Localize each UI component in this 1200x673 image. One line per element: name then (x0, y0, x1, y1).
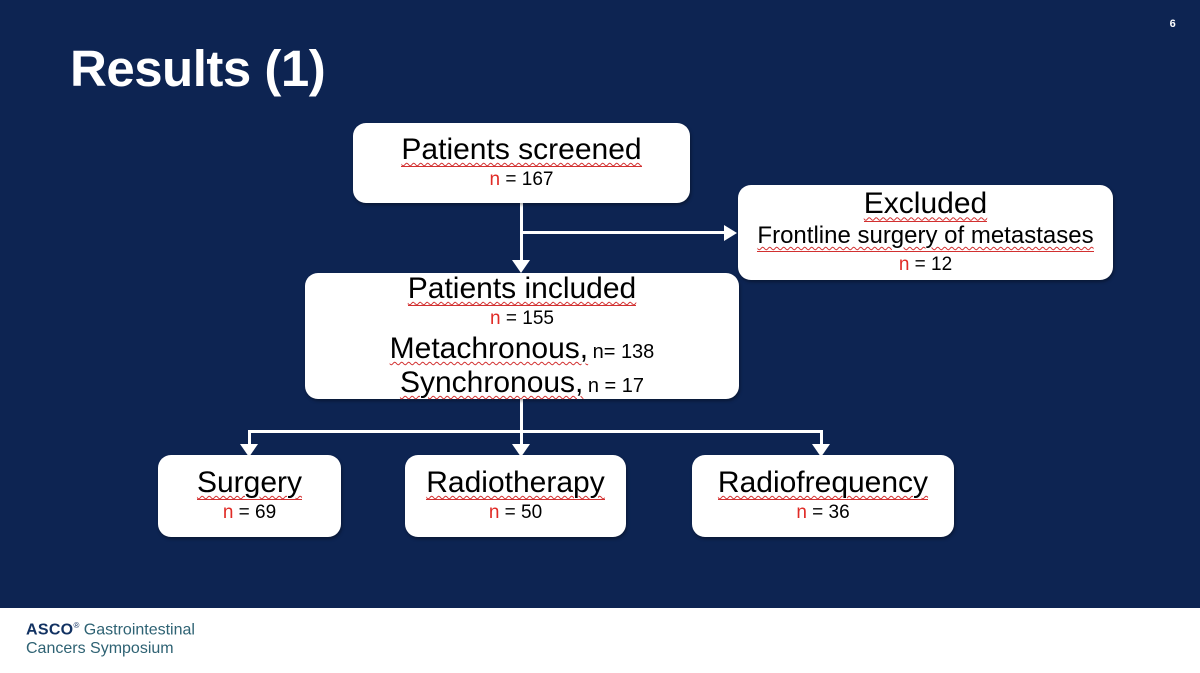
arrowhead-to-excluded (724, 225, 737, 241)
arrowhead-to-included (512, 260, 530, 273)
n-value: = 50 (504, 502, 543, 524)
node-subtitle: Frontline surgery of metastases (757, 222, 1094, 252)
n-value: = 69 (238, 502, 277, 524)
arrowhead-to-radiotherapy (512, 444, 530, 457)
connector-to-radiofrequency (820, 430, 823, 450)
flow-node-radiofrequency[interactable]: Radiofrequency n = 36 (692, 455, 954, 537)
page-number: 6 (1169, 18, 1176, 30)
n-symbol: n (796, 502, 807, 524)
connector-to-excluded-horizontal (520, 231, 726, 234)
node-count: n = 12 (899, 252, 952, 278)
node-count: n = 69 (223, 500, 276, 526)
node-heading: Radiofrequency (717, 465, 929, 501)
arrowhead-to-radiofrequency (812, 444, 830, 457)
synchronous-label: Synchronous, (399, 366, 584, 400)
metachronous-label: Metachronous, (389, 332, 589, 366)
n-symbol: n (490, 308, 501, 330)
node-count: n = 36 (796, 500, 849, 526)
node-heading: Surgery (196, 465, 303, 501)
metachronous-value: n= 138 (592, 341, 655, 364)
flow-node-patients-screened[interactable]: Patients screened n = 167 (353, 123, 690, 203)
asco-gi-symposium-logo: ASCO® Gastrointestinal Cancers Symposium (26, 621, 195, 659)
node-heading: Patients included (407, 271, 637, 307)
n-value: = 12 (914, 253, 953, 275)
n-symbol: n (488, 502, 500, 524)
slide-footer: ASCO® Gastrointestinal Cancers Symposium… (0, 608, 1200, 673)
page-title: Results (1) (70, 40, 326, 97)
n-symbol: n (222, 502, 234, 524)
node-heading: Patients screened (401, 132, 642, 168)
n-value: = 36 (812, 502, 850, 524)
flow-node-radiotherapy[interactable]: Radiotherapy n = 50 (405, 455, 626, 537)
symposium-line2: Cancers Symposium (26, 640, 174, 658)
flow-node-excluded[interactable]: Excluded Frontline surgery of metastases… (738, 185, 1113, 280)
node-synchronous-row: Synchronous, n = 17 (400, 366, 644, 400)
node-heading: Excluded (863, 187, 988, 223)
flow-node-surgery[interactable]: Surgery n = 69 (158, 455, 341, 537)
connector-included-trunk (520, 399, 523, 432)
node-count: n = 155 (490, 306, 554, 332)
node-count: n = 50 (489, 500, 542, 526)
node-metachronous-row: Metachronous, n= 138 (390, 332, 655, 366)
node-count: n = 167 (490, 167, 554, 193)
connector-split-horizontal (248, 430, 823, 433)
arrowhead-to-surgery (240, 444, 258, 457)
connector-to-radiotherapy (520, 430, 523, 450)
flow-node-patients-included[interactable]: Patients included n = 155 Metachronous, … (305, 271, 739, 400)
synchronous-value: n = 17 (587, 375, 645, 398)
n-value: = 155 (505, 308, 554, 330)
symposium-line1: Gastrointestinal (83, 621, 195, 639)
asco-gi-logo-line1: ASCO® Gastrointestinal (26, 621, 195, 640)
slide-canvas: 6 Results (1) Patients screened n = 167 … (0, 0, 1200, 608)
connector-to-surgery (248, 430, 251, 450)
node-heading: Radiotherapy (426, 465, 605, 501)
asco-wordmark: ASCO (26, 621, 74, 639)
n-value: = 167 (505, 169, 554, 191)
n-symbol: n (489, 169, 501, 191)
registered-icon: ® (73, 621, 80, 630)
n-symbol: n (898, 253, 910, 275)
